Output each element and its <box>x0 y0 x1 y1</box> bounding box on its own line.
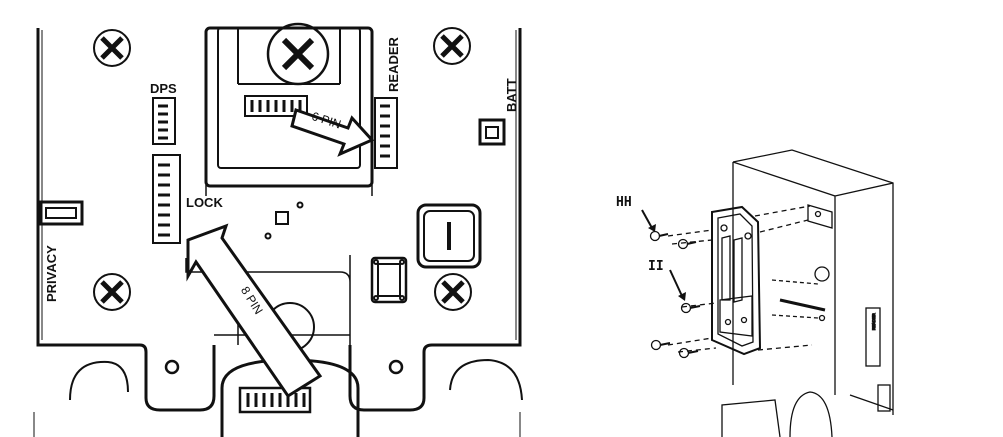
lower-left-housing <box>69 360 129 401</box>
board-outline <box>36 28 522 412</box>
lock-label: LOCK <box>186 195 223 210</box>
dps-connector <box>152 97 176 145</box>
lock-connector <box>152 154 181 244</box>
dps-label: DPS <box>150 81 177 96</box>
reader-connector <box>374 97 398 169</box>
reader-label: READER <box>386 36 401 92</box>
privacy-connector <box>38 200 84 226</box>
board-screw-top-left-icon <box>93 29 131 67</box>
door-plate-label: READER <box>871 313 876 330</box>
callout-hh: HH <box>616 195 656 232</box>
board-screw-bottom-left-icon <box>93 273 131 311</box>
test-pad <box>275 211 289 225</box>
push-button-component <box>370 256 408 304</box>
screw-lower-left-icon <box>650 339 671 351</box>
screw-lower-right-icon <box>678 347 699 359</box>
upper-module <box>204 22 374 188</box>
door-mounting-plate <box>807 204 833 322</box>
lever-handle <box>721 391 833 437</box>
batt-connector <box>478 118 506 146</box>
batt-label: BATT <box>504 78 519 112</box>
six-pin-arrow: 6 PIN <box>290 108 375 157</box>
screw-upper-icon <box>677 238 697 250</box>
relay-component <box>416 203 482 269</box>
lower-right-housing <box>449 358 523 401</box>
screw-hh-icon <box>649 230 669 242</box>
callout-ii: II <box>648 259 686 301</box>
reader-housing <box>711 205 762 356</box>
callout-hh-label: HH <box>616 195 632 210</box>
board-screw-top-right-icon <box>433 27 471 65</box>
door-body: READER <box>732 149 894 415</box>
callout-ii-label: II <box>648 259 664 274</box>
circuit-board-panel <box>33 22 523 437</box>
exploded-assembly-panel: READER <box>649 149 894 437</box>
eight-pin-arrow: 8 PIN <box>186 223 323 399</box>
privacy-label: PRIVACY <box>44 245 59 302</box>
board-screw-bottom-right-icon <box>434 273 472 311</box>
screw-ii-icon <box>680 302 701 314</box>
